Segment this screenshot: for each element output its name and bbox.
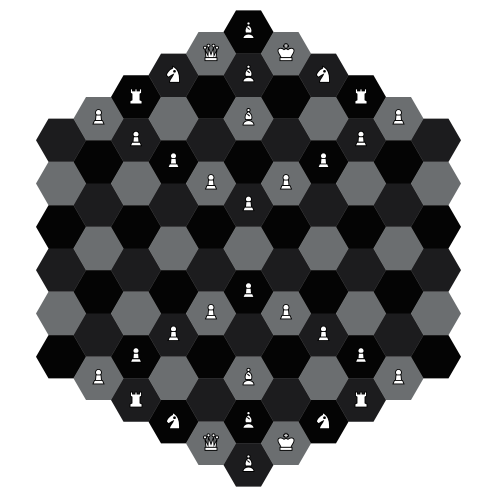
hex-cell[interactable] [186, 335, 236, 379]
hex-cell[interactable] [223, 313, 274, 357]
hex-cell[interactable] [148, 270, 199, 314]
hex-cell[interactable] [411, 248, 461, 292]
hex-cell[interactable] [186, 75, 236, 119]
hex-cell[interactable] [336, 161, 386, 206]
hex-cell[interactable] [223, 140, 274, 184]
hex-cell[interactable] [298, 226, 349, 271]
hex-cell[interactable] [111, 205, 161, 249]
hex-cells [36, 10, 461, 487]
hex-cell[interactable] [36, 248, 86, 292]
hex-cell[interactable] [148, 356, 199, 401]
hex-cell[interactable] [411, 118, 461, 162]
hex-cell[interactable] [186, 378, 236, 422]
hex-cell[interactable] [336, 291, 386, 336]
hex-cell[interactable] [36, 291, 86, 336]
hex-cell[interactable] [223, 226, 274, 271]
hex-cell[interactable] [411, 205, 461, 249]
hex-cell[interactable] [261, 205, 311, 249]
hex-cell[interactable] [36, 118, 86, 162]
hex-cell[interactable] [186, 248, 236, 292]
rook-icon[interactable] [129, 88, 143, 105]
hex-cell[interactable] [73, 313, 124, 357]
hex-cell[interactable] [73, 226, 124, 271]
hex-cell[interactable] [73, 270, 124, 314]
hex-cell[interactable] [298, 356, 349, 401]
hex-cell[interactable] [373, 140, 424, 184]
hex-cell[interactable] [148, 183, 199, 227]
hex-cell[interactable] [186, 118, 236, 162]
hex-cell[interactable] [148, 226, 199, 271]
hex-cell[interactable] [411, 291, 461, 336]
hex-cell[interactable] [186, 205, 236, 249]
rook-icon[interactable] [129, 391, 143, 408]
hex-cell[interactable] [373, 226, 424, 271]
hex-cell[interactable] [73, 140, 124, 184]
hex-cell[interactable] [73, 183, 124, 227]
hex-cell[interactable] [36, 335, 86, 379]
rook-icon[interactable] [354, 391, 368, 408]
hex-cell[interactable] [373, 270, 424, 314]
hex-cell[interactable] [336, 205, 386, 249]
hex-cell[interactable] [261, 335, 311, 379]
hex-cell[interactable] [148, 96, 199, 141]
hex-cell[interactable] [373, 313, 424, 357]
hex-cell[interactable] [411, 161, 461, 206]
hex-cell[interactable] [411, 335, 461, 379]
hex-cell[interactable] [111, 248, 161, 292]
hex-cell[interactable] [298, 270, 349, 314]
hex-cell[interactable] [336, 248, 386, 292]
hex-cell[interactable] [36, 205, 86, 249]
rook-icon[interactable] [354, 88, 368, 105]
hex-cell[interactable] [111, 291, 161, 336]
hex-cell[interactable] [36, 161, 86, 206]
hex-cell[interactable] [373, 183, 424, 227]
hex-cell[interactable] [298, 183, 349, 227]
hex-cell[interactable] [261, 75, 311, 119]
hex-cell[interactable] [298, 96, 349, 141]
hex-cell[interactable] [111, 161, 161, 206]
hex-cell[interactable] [261, 248, 311, 292]
hex-cell[interactable] [261, 378, 311, 422]
hex-cell[interactable] [261, 118, 311, 162]
